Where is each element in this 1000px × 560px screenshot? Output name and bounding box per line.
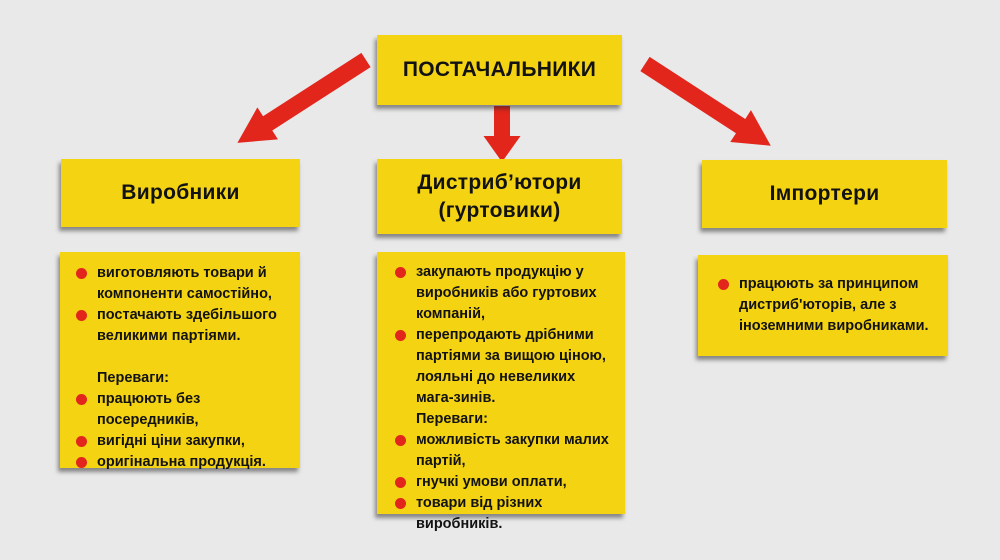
bullet-dot-icon xyxy=(76,457,87,468)
bullet-dot-icon xyxy=(718,279,729,290)
branch-title-label: Виробники xyxy=(121,181,240,205)
list-item: постачають здебільшого великими партіями… xyxy=(76,305,288,347)
arrow-down-icon xyxy=(483,106,521,162)
list-item-heading: Переваги: xyxy=(97,370,169,386)
list-item: можливість закупки малих партій, xyxy=(395,430,615,472)
bullet-list: працюють за принципом дистриб'юторів, ал… xyxy=(698,255,948,345)
bullet-dot-icon xyxy=(395,330,406,341)
list-item: працюють без посередників, xyxy=(76,389,288,431)
arrow-right-icon xyxy=(640,56,771,146)
list-item: працюють за принципом дистриб'юторів, ал… xyxy=(718,274,938,337)
branch-details-manufacturers: виготовляють товари й компоненти самості… xyxy=(60,252,300,470)
root-node-suppliers: ПОСТАЧАЛЬНИКИ xyxy=(377,35,622,105)
branch-title-label: Дистриб’ютори (гуртовики) xyxy=(417,171,582,222)
root-label: ПОСТАЧАЛЬНИКИ xyxy=(402,58,597,82)
bullet-dot-icon xyxy=(76,394,87,405)
list-item: закупають продукцію у виробників або гур… xyxy=(395,262,615,325)
list-item: оригінальна продукція. xyxy=(76,452,288,473)
arrow-left-icon xyxy=(237,52,371,143)
list-item: виготовляють товари й компоненти самості… xyxy=(76,263,288,305)
branch-details-importers: працюють за принципом дистриб'юторів, ал… xyxy=(698,255,948,356)
list-item: товари від різних виробників. xyxy=(395,493,615,535)
bullet-dot-icon xyxy=(395,267,406,278)
branch-details-distributors: закупають продукцію у виробників або гур… xyxy=(377,252,625,532)
bullet-dot-icon xyxy=(76,310,87,321)
list-item-heading: Переваги: xyxy=(416,411,488,427)
list-item: вигідні ціни закупки, xyxy=(76,431,288,452)
bullet-dot-icon xyxy=(395,477,406,488)
list-item: гнучкі умови оплати, xyxy=(395,472,615,493)
branch-title-label: Імпортери xyxy=(769,182,880,206)
bullet-dot-icon xyxy=(395,435,406,446)
bullet-dot-icon xyxy=(76,268,87,279)
bullet-dot-icon xyxy=(395,498,406,509)
bullet-list: закупають продукцію у виробників або гур… xyxy=(377,252,625,543)
bullet-list: виготовляють товари й компоненти самості… xyxy=(60,252,300,481)
branch-title-distributors: Дистриб’ютори (гуртовики) xyxy=(377,159,622,234)
bullet-dot-icon xyxy=(76,436,87,447)
list-item: перепродають дрібними партіями за вищою … xyxy=(395,325,615,409)
list-spacer xyxy=(76,347,288,368)
branch-title-importers: Імпортери xyxy=(702,160,947,228)
branch-title-manufacturers: Виробники xyxy=(61,159,300,227)
